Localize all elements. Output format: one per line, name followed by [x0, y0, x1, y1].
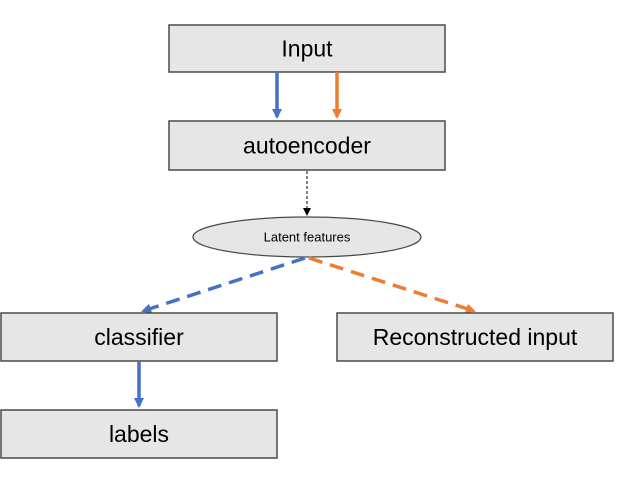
classifier-node-label: classifier	[94, 324, 184, 350]
latent-to-classifier-arrow	[141, 256, 306, 314]
latent-features-node: Latent features	[192, 216, 422, 258]
latent-features-label: Latent features	[264, 230, 351, 245]
labels-node: labels	[0, 409, 278, 459]
input-node-label: Input	[281, 36, 333, 62]
input-node: Input	[168, 24, 446, 73]
latent-to-reconstructed-arrow	[308, 256, 476, 314]
autoencoder-node-label: autoencoder	[243, 133, 371, 159]
classifier-node: classifier	[0, 312, 278, 362]
autoencoder-node: autoencoder	[168, 120, 446, 171]
reconstructed-input-label: Reconstructed input	[373, 324, 578, 350]
reconstructed-input-node: Reconstructed input	[336, 312, 614, 362]
labels-node-label: labels	[109, 421, 169, 447]
